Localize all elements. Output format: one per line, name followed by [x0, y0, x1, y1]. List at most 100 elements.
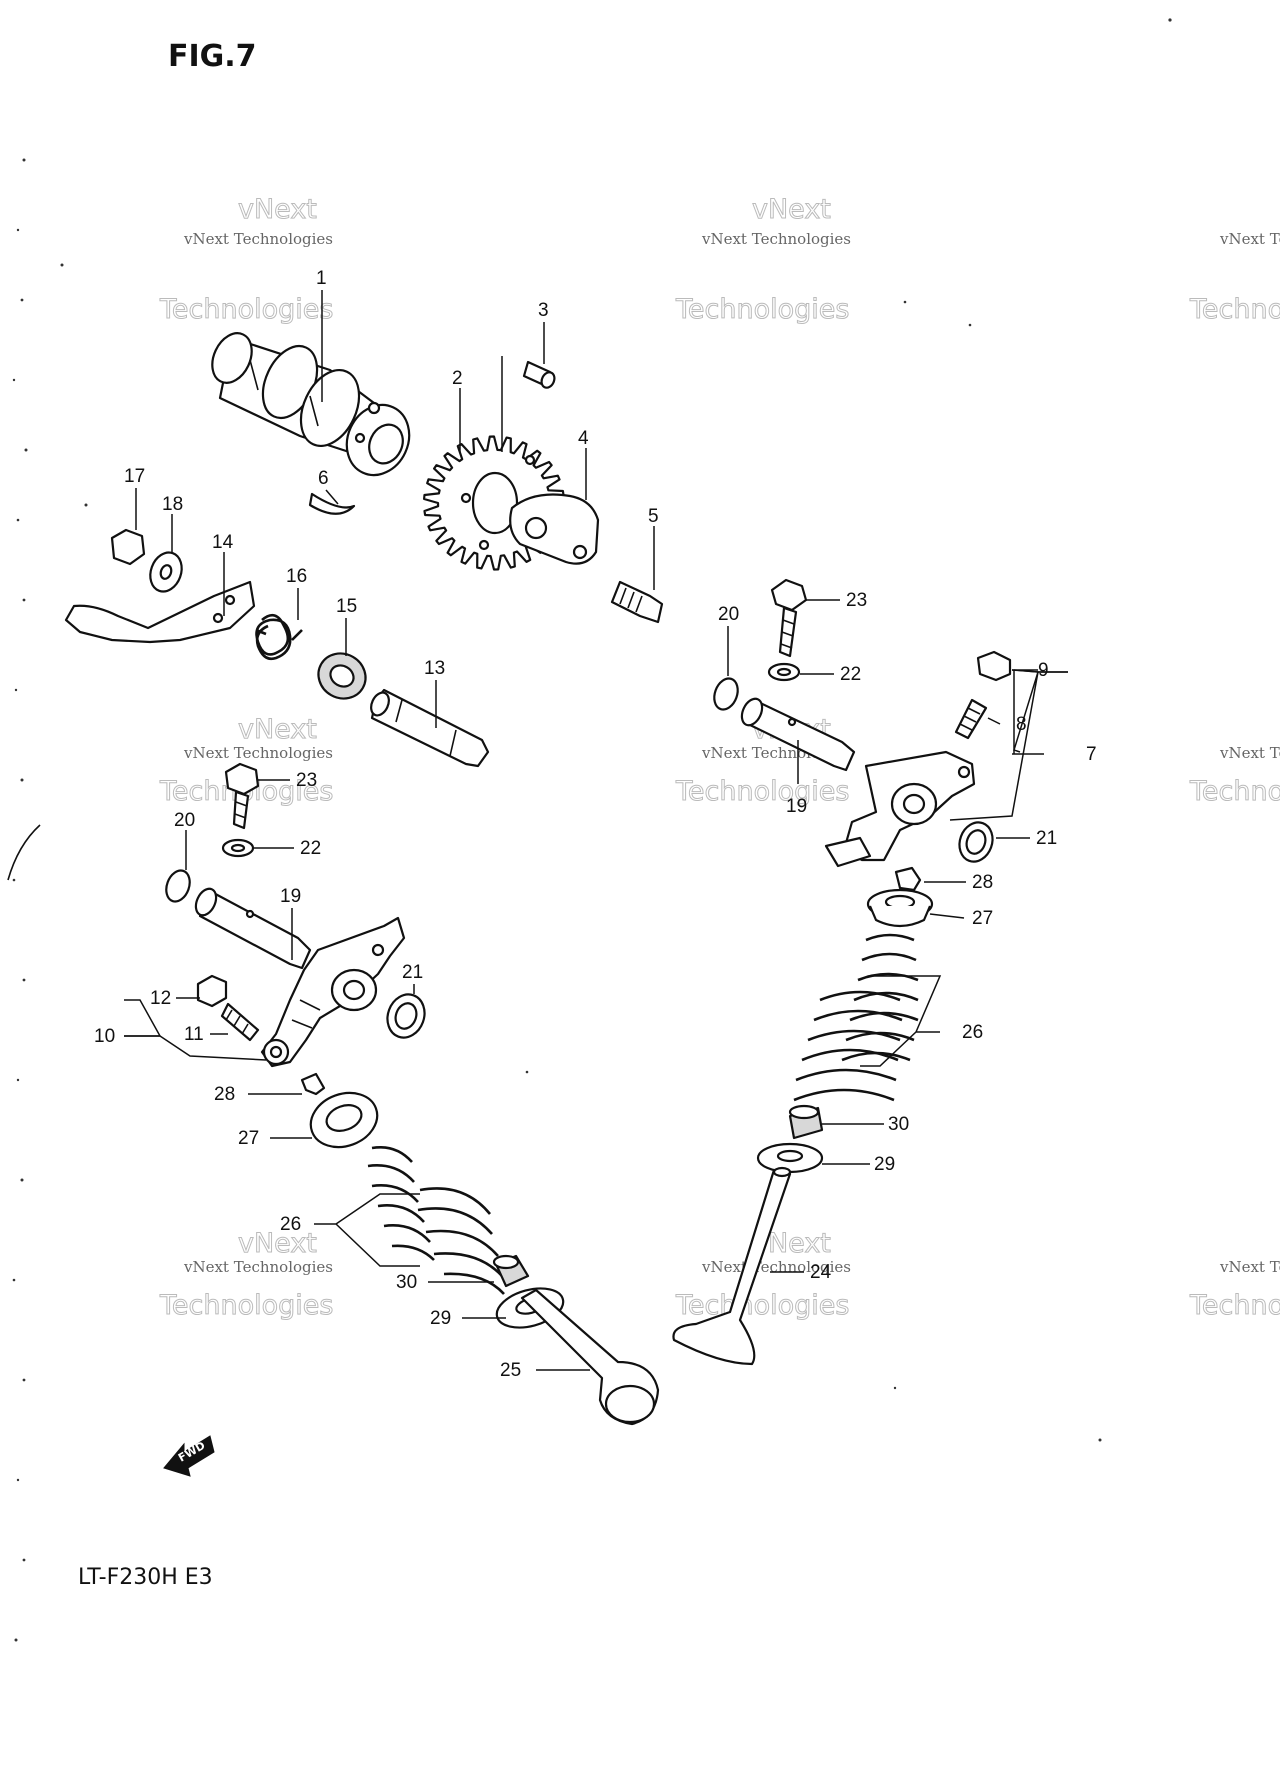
part-8-screw	[954, 698, 988, 740]
watermark-8: vNext Technologies Technologies vNext	[675, 1228, 852, 1322]
part-12-nut	[196, 974, 228, 1008]
model-label: LT-F230H E3	[78, 1565, 213, 1590]
svg-text:vNext Technologies: vNext Technologies	[183, 744, 333, 762]
watermark-2: vNext Technologies Technologies vNext	[675, 194, 852, 326]
callout-23-right: 23	[846, 590, 867, 611]
callout-3: 3	[538, 300, 549, 321]
callout-11: 11	[184, 1024, 204, 1045]
callout-27-right: 27	[972, 908, 993, 929]
callout-22-right: 22	[840, 664, 861, 685]
callout-26-right: 26	[962, 1022, 983, 1043]
watermark-3: vNext Technologies Technologies	[1189, 230, 1280, 326]
callout-labels: 1 2 3 4 5 6 7 8 9 10 11 12 13 14 15 16 1…	[94, 268, 1097, 1381]
part-29-seat-right	[756, 1142, 824, 1174]
part-6-circlip	[308, 492, 356, 515]
part-4-hole	[524, 516, 548, 540]
part-28-cotter-right	[894, 866, 922, 892]
svg-text:vNext: vNext	[238, 714, 317, 745]
callout-10: 10	[94, 1026, 115, 1047]
part-28-cotter-left	[300, 1072, 326, 1096]
callout-21-right: 21	[1036, 828, 1057, 849]
callout-29-left: 29	[430, 1308, 451, 1329]
callout-15: 15	[336, 596, 357, 617]
callout-27-left: 27	[238, 1128, 259, 1149]
part-13-shaft	[370, 688, 490, 768]
part-30-seal-left	[492, 1254, 530, 1288]
callout-19-right: 19	[786, 796, 807, 817]
callout-25: 25	[500, 1360, 521, 1381]
watermark-6: vNext Technologies Technologies	[1189, 744, 1280, 808]
callout-18: 18	[162, 494, 183, 515]
part-30-seal-right	[788, 1104, 824, 1140]
svg-text:Technologies: Technologies	[1189, 1290, 1280, 1321]
part-5-bolt	[610, 580, 664, 624]
callout-21-left: 21	[402, 962, 423, 983]
part-19-shaft-left	[194, 887, 312, 970]
part-19-shaft-right	[740, 697, 856, 772]
callout-4: 4	[578, 428, 589, 449]
svg-text:Technologies: Technologies	[675, 294, 849, 325]
callout-22-left: 22	[300, 838, 321, 859]
part-21-oring-right	[958, 821, 994, 863]
callout-23-left: 23	[296, 770, 317, 791]
scan-speckles	[12, 18, 1172, 1642]
svg-text:Technologies: Technologies	[159, 294, 333, 325]
part-23-bolt-left	[224, 762, 260, 830]
svg-text:Technologies: Technologies	[675, 1290, 849, 1321]
callout-13: 13	[424, 658, 445, 679]
svg-text:Technologies: Technologies	[1189, 294, 1280, 325]
part-18-washer	[149, 551, 183, 593]
part-1-camshaft	[211, 332, 411, 477]
part-7-rocker-right	[824, 750, 976, 868]
svg-text:Technologies: Technologies	[675, 776, 849, 807]
part-21-oring-left	[386, 993, 426, 1039]
part-15-seal	[317, 652, 367, 700]
svg-text:vNext Technologies: vNext Technologies	[701, 1258, 851, 1276]
callout-2: 2	[452, 368, 463, 389]
part-14-lever	[64, 580, 256, 644]
part-4-hole-2	[572, 544, 588, 560]
watermark-7: vNext Technologies Technologies vNext	[159, 1228, 334, 1322]
callout-30-right: 30	[888, 1114, 909, 1135]
callout-9: 9	[1038, 660, 1049, 681]
watermark-1: vNext Technologies Technologies vNext	[159, 194, 334, 326]
callout-8: 8	[1016, 714, 1027, 735]
svg-text:vNext Technologies: vNext Technologies	[1219, 744, 1280, 762]
part-27-retainer-left	[309, 1091, 379, 1149]
callout-12: 12	[150, 988, 171, 1009]
svg-text:vNext Technologies: vNext Technologies	[1219, 1258, 1280, 1276]
callout-17: 17	[124, 466, 145, 487]
svg-text:vNext Technologies: vNext Technologies	[701, 230, 851, 248]
callout-7: 7	[1086, 744, 1097, 765]
part-9-nut	[976, 650, 1012, 682]
callout-30-left: 30	[396, 1272, 417, 1293]
part-3-pin	[522, 360, 556, 389]
svg-text:vNext Technologies: vNext Technologies	[183, 1258, 333, 1276]
part-16-spring	[255, 613, 303, 661]
part-20-oring-left	[165, 869, 191, 903]
svg-text:vNext Technologies: vNext Technologies	[183, 230, 333, 248]
callout-19-left: 19	[280, 886, 301, 907]
part-27-retainer-right	[866, 888, 934, 928]
part-11-screw	[220, 1002, 260, 1042]
part-26-springs-left	[367, 1146, 505, 1295]
callout-5: 5	[648, 506, 659, 527]
svg-text:vNext Technologies: vNext Technologies	[1219, 230, 1280, 248]
part-10-rocker-left	[260, 916, 406, 1068]
callout-28-right: 28	[972, 872, 993, 893]
fwd-arrow-icon: FWD	[163, 1435, 215, 1477]
part-25-valve-intake	[520, 1288, 660, 1426]
part-24-valve-exhaust	[672, 1166, 792, 1366]
svg-text:Technologies: Technologies	[159, 1290, 333, 1321]
callout-20-right: 20	[718, 604, 739, 625]
callout-29-right: 29	[874, 1154, 895, 1175]
svg-text:vNext: vNext	[238, 194, 317, 225]
scan-edge-curve	[7, 824, 41, 881]
watermark-9: vNext Technologies Technologies	[1189, 1258, 1280, 1322]
callout-14: 14	[212, 532, 234, 553]
part-26-springs-right	[793, 933, 919, 1102]
svg-text:Technologies: Technologies	[1189, 776, 1280, 807]
part-20-oring-right	[713, 677, 739, 711]
svg-text:vNext: vNext	[752, 194, 831, 225]
